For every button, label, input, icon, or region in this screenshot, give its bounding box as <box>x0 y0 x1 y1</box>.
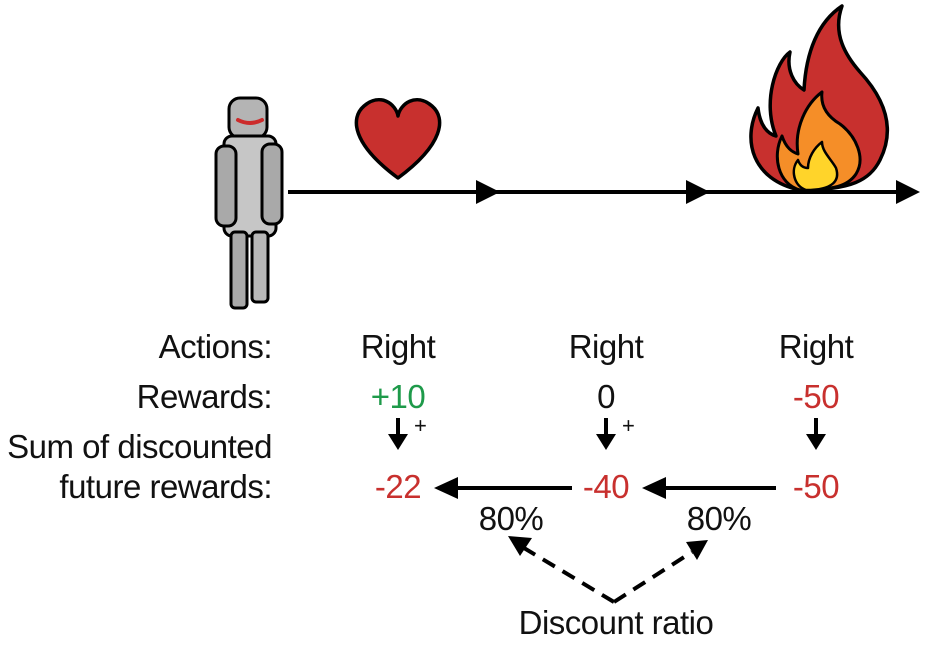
timeline <box>288 180 920 204</box>
action-label: Right <box>360 328 436 365</box>
discounted-sum-value: -22 <box>374 468 422 505</box>
down-arrow-3 <box>806 418 826 450</box>
reward-value: +10 <box>370 378 426 415</box>
reward-value: -50 <box>792 378 840 415</box>
reward-value: 0 <box>597 378 615 415</box>
action-label: Right <box>778 328 854 365</box>
discounted-sum-value: -50 <box>792 468 840 505</box>
down-arrow-1 <box>388 418 408 450</box>
rewards-row-label: Rewards: <box>136 378 273 415</box>
plus-sign: + <box>414 413 427 438</box>
dashed-arrow-right <box>612 540 708 604</box>
sum-row-label-line2: future rewards: <box>59 468 272 505</box>
discount-percent-right: 80% <box>686 500 752 537</box>
dashed-arrow-left <box>508 536 616 604</box>
left-arrow-2 <box>642 477 776 499</box>
down-arrow-2 <box>596 418 616 450</box>
fire-icon <box>749 4 889 192</box>
discounted-sum-value: -40 <box>582 468 630 505</box>
sum-row-label-line1: Sum of discounted <box>7 428 272 465</box>
plus-sign: + <box>622 413 635 438</box>
action-label: Right <box>568 328 644 365</box>
actions-row-label: Actions: <box>158 328 273 365</box>
discount-ratio-label: Discount ratio <box>518 604 714 641</box>
heart-icon <box>354 98 442 180</box>
left-arrow-1 <box>434 477 572 499</box>
robot-icon <box>214 96 284 310</box>
discount-percent-left: 80% <box>478 500 544 537</box>
